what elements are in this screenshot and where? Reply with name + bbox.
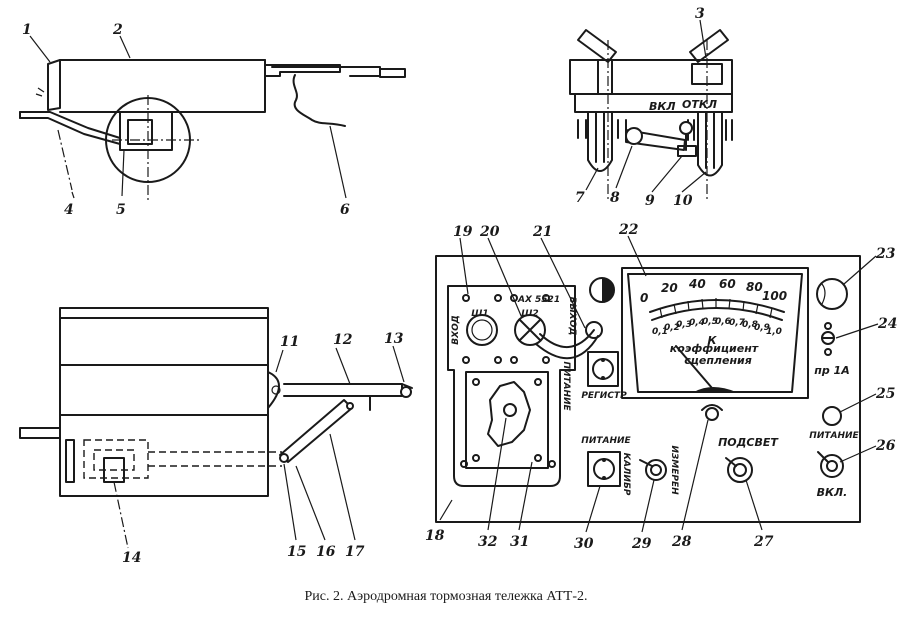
label-17: 17 <box>345 544 365 560</box>
label-14: 14 <box>122 550 141 566</box>
label-26: 26 <box>875 438 896 454</box>
label-7: 7 <box>575 190 585 206</box>
lower-scale-0.8: 0,8 <box>742 320 758 330</box>
lower-scale-0.5: 0,5 <box>702 317 718 327</box>
label-28: 28 <box>671 534 692 550</box>
upper-scale-40: 40 <box>688 277 706 291</box>
label-24: 24 <box>877 316 897 332</box>
lower-scale-0.3: 0,3 <box>676 320 692 330</box>
label-23: 23 <box>875 246 896 262</box>
label-22: 22 <box>618 222 639 238</box>
lower-scale-0.7: 0,7 <box>729 318 746 328</box>
upper-scale-60: 60 <box>719 277 736 291</box>
measure-label: ИЗМЕРЕН <box>669 445 679 495</box>
lower-scale-0.6: 0,6 <box>715 317 731 327</box>
power-lower-label: ПИТАНИЕ <box>581 436 631 446</box>
label-13: 13 <box>384 331 404 347</box>
label-8: 8 <box>610 190 620 206</box>
label-16: 16 <box>316 544 336 560</box>
label-2: 2 <box>112 22 123 38</box>
fuse-label: пр 1А <box>814 364 849 377</box>
meter-title-2: сцепления <box>684 354 752 367</box>
switch-off-label: ОТКЛ <box>682 98 717 111</box>
label-6: 6 <box>340 202 350 218</box>
sh1-label: Ш1 <box>471 309 488 319</box>
label-30: 30 <box>574 536 594 552</box>
switch-unit-view: ВКЛ ОТКЛ 3 7 8 9 10 <box>569 6 733 209</box>
lower-scale-1.0: 1,0 <box>766 327 782 337</box>
lower-scale-0.4: 0,4 <box>689 318 705 328</box>
lower-scale-0.1: 0,1 <box>652 327 668 337</box>
side-view: 1 2 4 5 6 <box>19 22 406 218</box>
output-label: ВЫХОД <box>567 297 577 336</box>
on-switch-label: ВКЛ. <box>817 486 848 499</box>
sh2-label: Ш2 <box>521 309 538 319</box>
plan-view: 11 12 13 14 15 16 17 <box>19 307 413 566</box>
label-25: 25 <box>875 386 895 402</box>
upper-scale-20: 20 <box>661 281 678 295</box>
calibration-label: КАЛИБР <box>621 453 631 496</box>
upper-scale-80: 80 <box>746 280 763 294</box>
label-9: 9 <box>645 193 655 209</box>
switch-on-label: ВКЛ <box>649 100 676 113</box>
label-32: 32 <box>478 534 498 550</box>
label-5: 5 <box>116 202 126 218</box>
register-label: РЕГИСТР <box>581 391 627 401</box>
lower-scale-0.2: 0,2 <box>664 323 680 333</box>
label-18: 18 <box>425 528 445 544</box>
input-label: ВХОД <box>451 315 461 344</box>
label-3: 3 <box>695 6 705 22</box>
label-4: 4 <box>64 202 74 218</box>
label-27: 27 <box>753 534 774 550</box>
upper-scale-100: 100 <box>762 289 787 303</box>
meter-title-1: коэффициент <box>670 342 759 355</box>
label-1: 1 <box>22 22 32 38</box>
figure-caption: Рис. 2. Аэродромная тормозная тележка АТ… <box>305 589 588 604</box>
label-15: 15 <box>287 544 306 560</box>
label-29: 29 <box>631 536 652 552</box>
label-21: 21 <box>532 224 552 240</box>
power-right-label: ПИТАНИЕ <box>809 431 859 441</box>
meter-needle <box>675 345 713 389</box>
label-19: 19 <box>453 224 473 240</box>
backlight-label: ПОДСВЕТ <box>718 436 779 449</box>
power-vertical-label: ПИТАНИЕ <box>561 361 571 411</box>
meter-k-label: К <box>708 334 718 347</box>
model-label: АХ 5521 <box>517 295 560 305</box>
label-12: 12 <box>333 332 353 348</box>
upper-scale-0: 0 <box>640 291 648 305</box>
label-31: 31 <box>510 534 529 550</box>
control-panel: ВХОД Ш1 Ш2 АХ 5521 ВЫХОД ПИТАНИЕ РЕГИСТР… <box>425 222 897 552</box>
label-10: 10 <box>673 193 693 209</box>
lower-scale-0.9: 0,9 <box>754 323 770 333</box>
label-20: 20 <box>479 224 500 240</box>
label-11: 11 <box>280 334 299 350</box>
